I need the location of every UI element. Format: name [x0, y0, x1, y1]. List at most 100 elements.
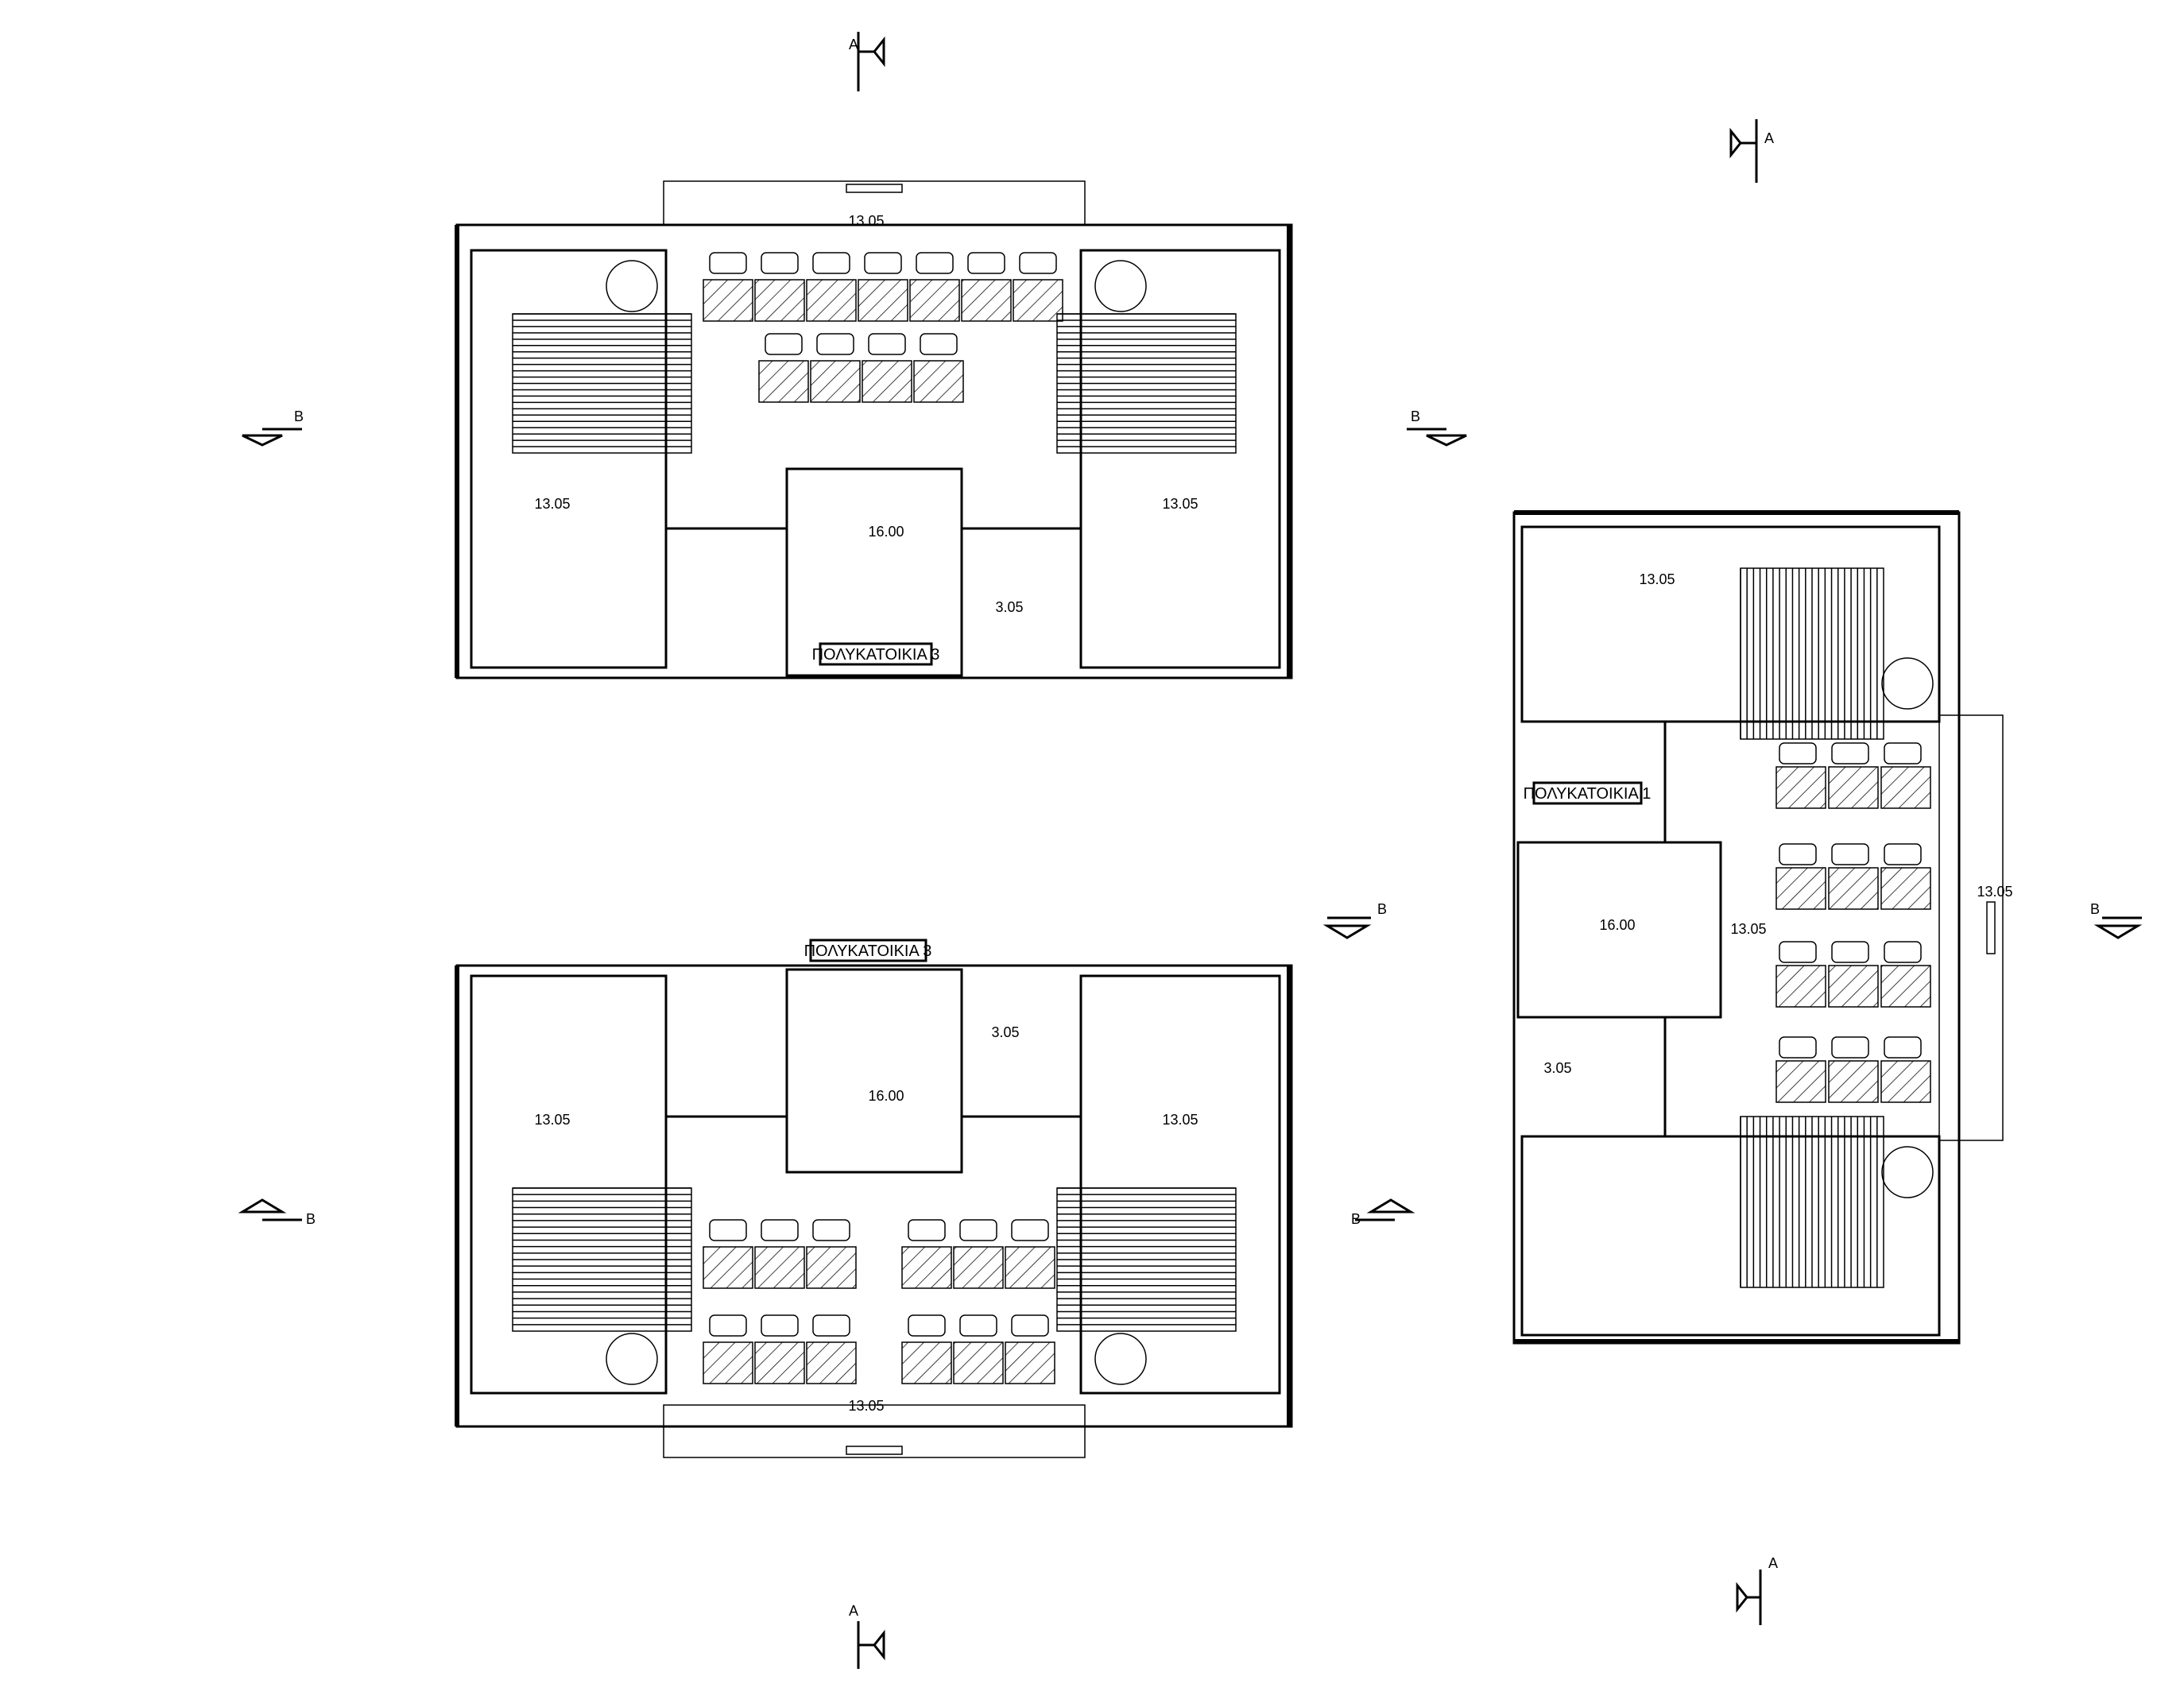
seat: [1831, 742, 1869, 764]
seat-row: [1775, 941, 1931, 1008]
seat: [709, 1314, 747, 1337]
table: [1013, 279, 1063, 322]
table: [703, 279, 753, 322]
seat-row: [1775, 742, 1931, 809]
seat-row: [901, 1219, 1055, 1289]
seat: [1831, 1036, 1869, 1059]
section-arrow-b: [238, 1198, 302, 1221]
elevation-label: 13.05: [1730, 921, 1766, 937]
table: [758, 360, 809, 403]
table: [1880, 1060, 1931, 1103]
seat: [765, 333, 803, 355]
table: [806, 1341, 857, 1384]
stair-treads: [1740, 568, 1878, 739]
table: [862, 360, 912, 403]
section-label: B: [1411, 408, 1420, 424]
seat: [920, 333, 958, 355]
seat: [761, 1219, 799, 1241]
section-label: B: [1377, 901, 1387, 917]
building-label: ΠΟΛΥΚΑΤΟΙΚΙΑ 3: [812, 646, 940, 664]
table: [901, 1246, 952, 1289]
table: [1775, 965, 1826, 1008]
elevation-label: 13.05: [848, 1398, 884, 1414]
section-arrow-b: [1322, 916, 1372, 939]
table: [953, 1341, 1004, 1384]
table: [754, 1341, 805, 1384]
table: [1775, 867, 1826, 910]
seat: [1011, 1219, 1049, 1241]
table: [961, 279, 1012, 322]
seat: [1019, 252, 1057, 274]
table: [1880, 766, 1931, 809]
seat: [864, 252, 902, 274]
section-label: B: [306, 1211, 316, 1227]
seat: [1779, 843, 1817, 865]
seat-row: [758, 333, 964, 403]
seat: [908, 1219, 946, 1241]
seat-row: [703, 1219, 857, 1289]
table: [703, 1246, 753, 1289]
seat: [1831, 941, 1869, 963]
seat-row: [1775, 843, 1931, 910]
seat: [967, 252, 1005, 274]
seat: [908, 1314, 946, 1337]
table: [1775, 766, 1826, 809]
elevation-label: 16.00: [868, 1088, 904, 1104]
seat: [761, 252, 799, 274]
section-arrow-b: [242, 428, 302, 447]
seat-row: [703, 252, 1063, 322]
elevation-label: 13.05: [1977, 884, 2012, 900]
spiral-stair: [1094, 260, 1147, 312]
section-arrow-a: [1729, 119, 1758, 183]
section-arrow-a: [857, 1621, 885, 1669]
section-label: A: [1764, 130, 1774, 146]
seat: [1779, 1036, 1817, 1059]
seat: [959, 1314, 997, 1337]
seat: [812, 252, 850, 274]
seat: [812, 1314, 850, 1337]
spiral-stair: [1881, 1146, 1934, 1198]
seat-row: [901, 1314, 1055, 1384]
seat: [1011, 1314, 1049, 1337]
section-arrow-b: [1407, 428, 1467, 447]
stair-treads: [1740, 1117, 1878, 1287]
section-label: A: [1768, 1555, 1778, 1571]
seat: [1779, 742, 1817, 764]
section-markers: A A A A B B B B B B: [238, 32, 2143, 1669]
section-label: B: [294, 408, 304, 424]
seat: [1884, 843, 1922, 865]
elevation-label: 13.05: [1162, 496, 1198, 512]
section-label: B: [2090, 901, 2100, 917]
section-arrow-b: [2093, 916, 2143, 939]
table: [806, 1246, 857, 1289]
spiral-stair: [1094, 1333, 1147, 1385]
table: [703, 1341, 753, 1384]
table: [913, 360, 964, 403]
section-arrow-a: [1736, 1570, 1762, 1625]
table: [754, 1246, 805, 1289]
section-label: B: [1351, 1211, 1361, 1227]
elevation-label: 13.05: [534, 1112, 570, 1128]
table: [858, 279, 908, 322]
seat: [1884, 941, 1922, 963]
table: [1828, 965, 1879, 1008]
spiral-stair: [1881, 657, 1934, 710]
elevation-label: 13.05: [534, 496, 570, 512]
seat: [709, 1219, 747, 1241]
seat: [1884, 1036, 1922, 1059]
seat: [1884, 742, 1922, 764]
elevation-label: 16.00: [868, 524, 904, 540]
stair-treads: [513, 313, 691, 447]
seat: [761, 1314, 799, 1337]
table: [1880, 965, 1931, 1008]
plan-right: ΠΟΛΥΚΑΤΟΙΚΙΑ 1 13.05 13.05 13.05 16.00 3…: [1512, 510, 2013, 1345]
elevation-label: 3.05: [1543, 1060, 1571, 1076]
elevation-label: 13.05: [1162, 1112, 1198, 1128]
seat: [816, 333, 854, 355]
table: [1828, 766, 1879, 809]
section-label: A: [849, 37, 858, 52]
stair-treads: [1057, 1187, 1236, 1326]
table: [806, 279, 857, 322]
seat: [1831, 843, 1869, 865]
